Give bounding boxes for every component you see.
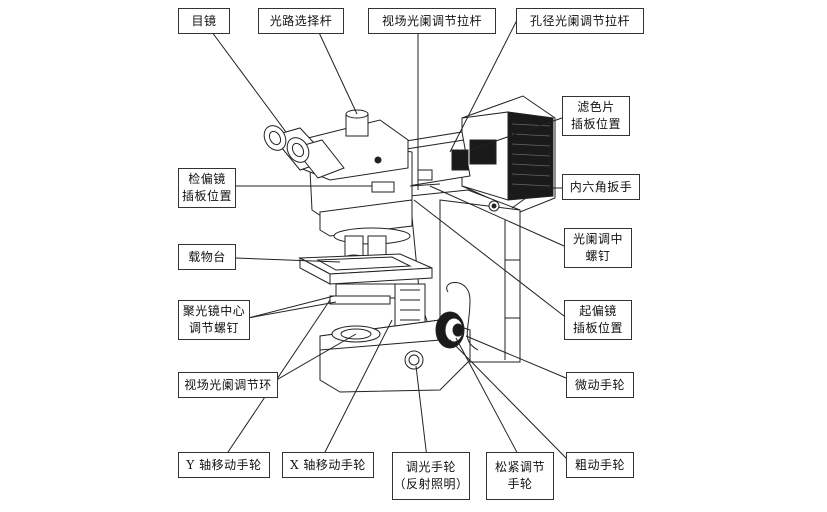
label-condenser-centering-screw-line2: 调节螺钉 [188, 321, 239, 335]
label-condenser-centering-screw-line1: 聚光镜中心 [182, 304, 246, 318]
label-aperture-diaphragm-lever-text: 孔径光阑调节拉杆 [529, 13, 630, 28]
label-field-diaphragm-lever: 视场光阑调节拉杆 [368, 8, 496, 34]
label-fine-focus-knob-text: 微动手轮 [574, 377, 625, 392]
label-light-path-lever: 光路选择杆 [258, 8, 344, 34]
label-x-axis-knob: X 轴移动手轮 [282, 452, 374, 478]
label-filter-slot-line1: 滤色片 [577, 100, 615, 114]
label-diaphragm-centering-screw: 光阑调中 螺钉 [564, 228, 632, 268]
label-diaphragm-centering-screw-line2: 螺钉 [585, 249, 611, 263]
lamp-house [461, 95, 556, 213]
focus-knobs [435, 311, 465, 349]
label-analyzer-slot: 检偏镜 插板位置 [178, 168, 236, 208]
label-dimmer-knob: 调光手轮 （反射照明） [392, 452, 470, 500]
label-dimmer-knob-line1: 调光手轮 [405, 460, 456, 474]
label-eyepiece-text: 目镜 [191, 13, 217, 28]
label-analyzer-slot-line1: 检偏镜 [188, 172, 226, 186]
label-hex-wrench-text: 内六角扳手 [569, 179, 633, 194]
label-tension-knob-line2: 手轮 [507, 477, 533, 491]
label-coarse-focus-knob: 粗动手轮 [566, 452, 634, 478]
label-light-path-lever-text: 光路选择杆 [269, 13, 333, 28]
stage [298, 253, 433, 285]
label-diaphragm-centering-screw-line1: 光阑调中 [572, 232, 623, 246]
label-fine-focus-knob: 微动手轮 [566, 372, 634, 398]
label-y-axis-knob-text: Y 轴移动手轮 [186, 457, 262, 472]
label-filter-slot-line2: 插板位置 [570, 117, 621, 131]
label-polarizer-slot-line1: 起偏镜 [579, 304, 617, 318]
label-x-axis-knob-text: X 轴移动手轮 [290, 457, 366, 472]
label-polarizer-slot-line2: 插板位置 [572, 321, 623, 335]
label-field-diaphragm-ring-text: 视场光阑调节环 [184, 377, 272, 392]
label-tension-knob: 松紧调节 手轮 [486, 452, 554, 500]
label-aperture-diaphragm-lever: 孔径光阑调节拉杆 [516, 8, 644, 34]
eyepiece-tubes [263, 125, 345, 179]
label-stage-text: 载物台 [188, 249, 226, 264]
cable [446, 281, 479, 351]
label-field-diaphragm-lever-text: 视场光阑调节拉杆 [381, 13, 482, 28]
label-y-axis-knob: Y 轴移动手轮 [178, 452, 270, 478]
label-dimmer-knob-line2: （反射照明） [393, 477, 469, 491]
label-eyepiece: 目镜 [178, 8, 230, 34]
label-polarizer-slot: 起偏镜 插板位置 [564, 300, 632, 340]
label-analyzer-slot-line2: 插板位置 [181, 189, 232, 203]
leader-lines [205, 17, 567, 459]
label-stage: 载物台 [178, 244, 236, 270]
label-filter-slot: 滤色片 插板位置 [562, 96, 630, 136]
label-hex-wrench: 内六角扳手 [562, 174, 640, 200]
label-condenser-centering-screw: 聚光镜中心 调节螺钉 [178, 300, 250, 340]
label-field-diaphragm-ring: 视场光阑调节环 [178, 372, 278, 398]
label-coarse-focus-knob-text: 粗动手轮 [574, 457, 625, 472]
label-tension-knob-line1: 松紧调节 [494, 460, 545, 474]
